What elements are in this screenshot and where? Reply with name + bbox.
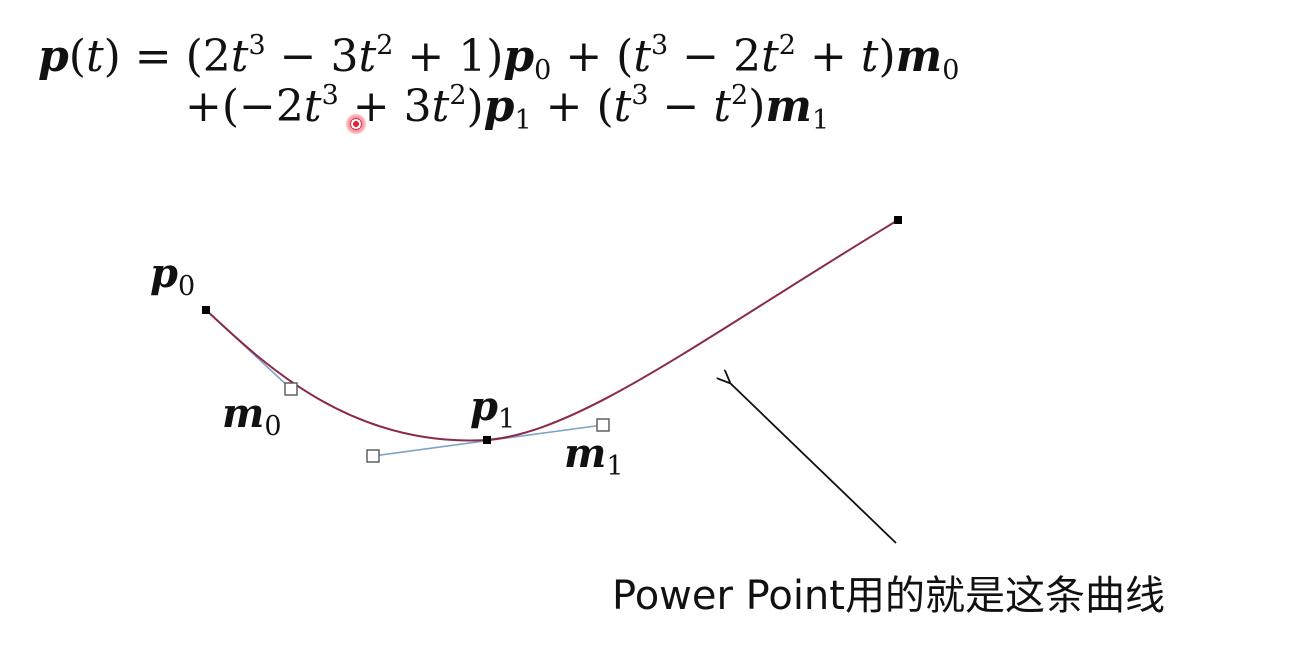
formula-var-t: t	[761, 31, 779, 82]
formula-text: (	[68, 31, 86, 82]
handle-m0	[284, 382, 298, 396]
formula-var-t: t	[431, 81, 450, 132]
formula-vector-p0: p	[503, 31, 535, 82]
handle-m1-left	[366, 449, 380, 463]
formula-vector-p1: p	[483, 81, 515, 132]
formula-text: − 3	[265, 31, 359, 82]
formula-exponent: 3	[651, 30, 669, 61]
formula-var-t: t	[633, 31, 652, 82]
laser-pointer-icon	[345, 113, 367, 135]
formula-text: +(−2	[185, 81, 304, 132]
formula-vector-m0: m	[895, 31, 943, 82]
handle-m1	[596, 418, 610, 432]
formula-line-1: p(t) = (2t3 − 3t2 + 1)p0 + (t3 − 2t2 + t…	[38, 30, 959, 85]
formula-var-t: t	[613, 81, 632, 132]
formula-text: +	[795, 31, 861, 82]
formula-text: − 2	[668, 31, 762, 82]
formula-var-t: t	[713, 81, 732, 132]
formula-var-t: t	[860, 31, 879, 82]
formula-exponent: 3	[321, 80, 339, 111]
formula-subscript: 1	[811, 105, 830, 136]
formula-subscript: 1	[514, 105, 532, 136]
label-m1-subscript: 1	[606, 451, 624, 482]
formula-exponent: 2	[778, 30, 796, 61]
formula-text: ) = (2	[103, 31, 231, 82]
anchor-point-p1	[483, 436, 491, 444]
formula-text: )	[748, 81, 766, 132]
formula-var-t: t	[85, 31, 104, 82]
label-m0-subscript: 0	[264, 411, 282, 442]
label-p0-symbol: p	[150, 250, 178, 297]
anchor-point-end	[894, 216, 902, 224]
formula-vector-m1: m	[765, 81, 812, 132]
formula-var-t: t	[230, 31, 249, 82]
label-p1-subscript: 1	[497, 404, 516, 435]
label-m1-symbol: m	[564, 430, 607, 477]
formula-exponent: 2	[449, 80, 467, 111]
label-p0: p0	[150, 250, 195, 301]
formula-subscript: 0	[942, 55, 960, 86]
formula-exponent: 3	[248, 30, 266, 61]
formula-line-2: +(−2t3 + 3t2)p1 + (t3 − t2)m1	[185, 80, 829, 135]
formula-var-t: t	[303, 81, 322, 132]
caption-text: Power Point用的就是这条曲线	[612, 573, 1165, 619]
label-m0: m0	[222, 390, 282, 441]
label-p1: p1	[470, 383, 515, 434]
anchor-point-p0	[202, 306, 210, 314]
label-p0-subscript: 0	[177, 271, 196, 302]
formula-text: + (	[531, 81, 614, 132]
formula-subscript: 0	[534, 55, 552, 86]
formula-p-symbol: p	[38, 31, 69, 82]
annotation-arrow	[729, 382, 897, 544]
formula-text: + (	[551, 31, 634, 82]
formula-text: + 1)	[393, 31, 504, 82]
formula-exponent: 2	[731, 80, 749, 111]
formula-exponent: 2	[376, 30, 394, 61]
formula-exponent: 3	[631, 80, 649, 111]
formula-text: )	[878, 31, 896, 82]
label-p1-symbol: p	[470, 383, 498, 430]
formula-var-t: t	[358, 31, 377, 82]
label-m0-symbol: m	[222, 390, 265, 437]
label-m1: m1	[564, 430, 624, 481]
hermite-curve	[205, 219, 899, 442]
formula-text: −	[648, 81, 714, 132]
formula-text: )	[466, 81, 484, 132]
